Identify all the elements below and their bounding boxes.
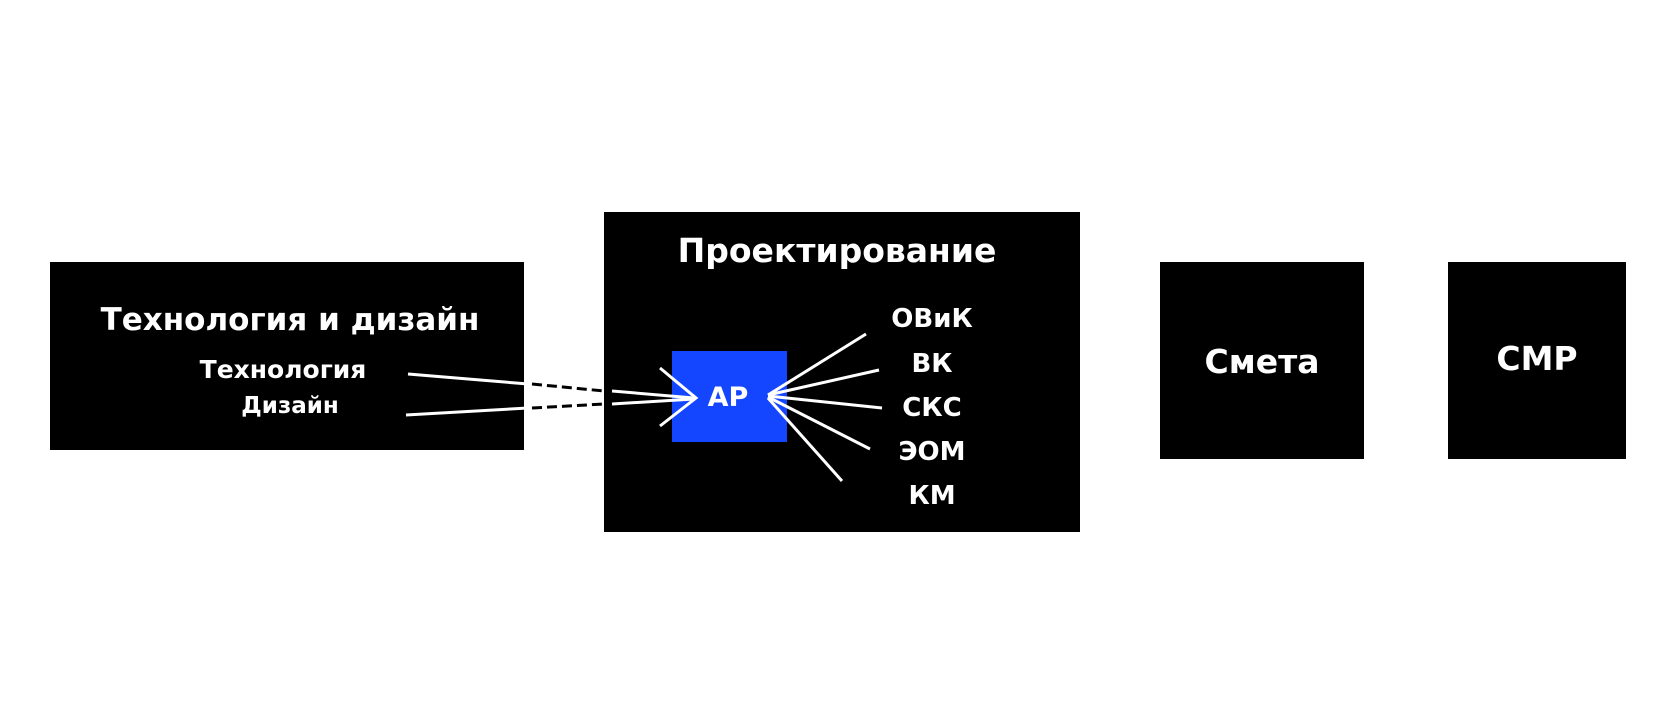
tech-design-title: Технология и дизайн	[100, 302, 480, 338]
output-sks: СКС	[902, 393, 962, 423]
tech-item-design: Дизайн	[241, 393, 339, 419]
ar-label: АР	[707, 382, 749, 413]
output-eom: ЭОМ	[898, 437, 966, 467]
tech-design-box	[50, 262, 524, 450]
construction-label: СМР	[1496, 339, 1578, 378]
construction-box	[1448, 262, 1626, 459]
estimate-label: Смета	[1204, 342, 1320, 381]
output-ovik: ОВиК	[891, 304, 973, 334]
output-km: КМ	[908, 481, 956, 511]
design-phase-title: Проектирование	[677, 231, 997, 270]
connector-tech-dashed	[531, 382, 605, 393]
connector-design-dashed	[531, 402, 605, 410]
output-vk: ВК	[911, 349, 953, 379]
tech-item-technology: Технология	[199, 355, 367, 384]
estimate-box	[1160, 262, 1364, 459]
